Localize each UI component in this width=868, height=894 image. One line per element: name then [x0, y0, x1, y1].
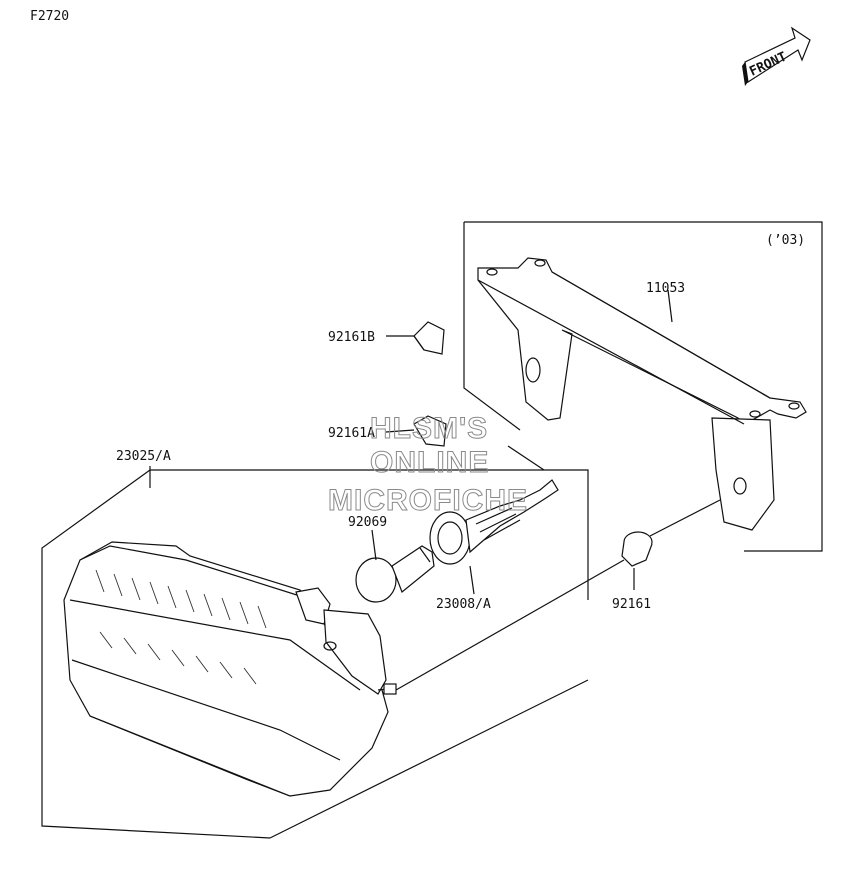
lamp-box-frame: [150, 469, 589, 600]
socket-23008a: [429, 479, 559, 565]
watermark: HLSM'S ONLINE MICROFICHE: [328, 412, 528, 518]
year-note: (’03): [766, 233, 805, 248]
grommet-92161: [621, 531, 653, 567]
label-92069: 92069: [348, 515, 387, 530]
watermark-line2: ONLINE: [370, 446, 489, 479]
figure-code: F2720: [30, 9, 69, 24]
pad-92161b: [413, 321, 445, 355]
front-arrow-icon: FRONT: [742, 26, 811, 86]
pad-92161a: [413, 415, 447, 447]
bracket-11053: [477, 257, 807, 531]
label-92161: 92161: [612, 597, 651, 612]
label-11053: 11053: [646, 281, 685, 296]
label-92161a: 92161A: [328, 426, 375, 441]
label-23008a: 23008/A: [436, 597, 491, 612]
year-box-frame: [464, 221, 823, 552]
tail-lamp-lens: [63, 541, 397, 797]
label-92161b: 92161B: [328, 330, 375, 345]
watermark-line1: HLSM'S: [370, 412, 488, 445]
label-23025a: 23025/A: [116, 449, 171, 464]
assembly-line-bracket: [649, 499, 721, 537]
watermark-line3: MICROFICHE: [328, 484, 528, 517]
bulb-92069: [355, 545, 435, 603]
assembly-line-grommet: [395, 559, 625, 691]
